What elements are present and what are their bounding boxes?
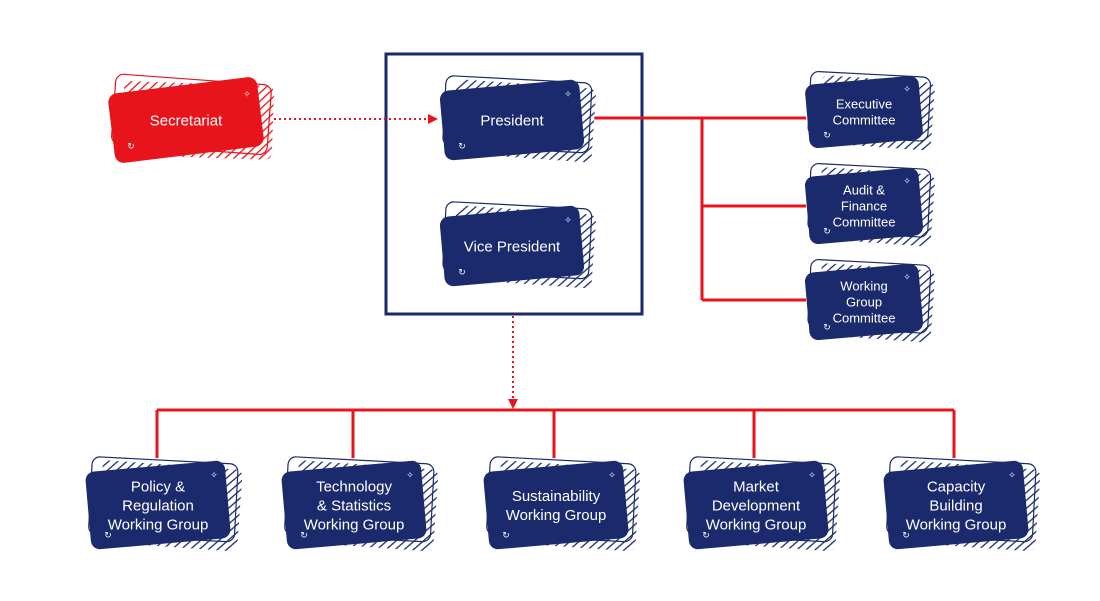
node-card <box>805 75 923 149</box>
node-label-line: President <box>480 112 544 129</box>
node-label-line: Secretariat <box>150 112 223 129</box>
refresh-icon: ↻ <box>104 531 112 541</box>
refresh-icon: ↻ <box>823 131 831 141</box>
node-card <box>281 460 427 550</box>
node-label-line: Audit & <box>843 183 885 198</box>
node-card <box>439 205 585 287</box>
node-card <box>883 460 1029 550</box>
node-label-line: Market <box>733 478 780 495</box>
refresh-icon: ↻ <box>823 323 831 333</box>
node-label-line: Working Group <box>304 516 405 533</box>
sparkle-icon: ✧ <box>406 471 414 481</box>
node-label-line: Working Group <box>108 516 209 533</box>
refresh-icon: ↻ <box>902 531 910 541</box>
node-label-line: Development <box>712 497 801 514</box>
node-secretariat: ✧ ↻ Secretariat <box>108 73 274 163</box>
node-label-line: Executive <box>836 97 892 112</box>
sparkle-icon: ✧ <box>808 471 816 481</box>
node-label-line: Policy & <box>131 478 185 495</box>
arrowhead-president <box>428 114 438 124</box>
node-label-line: Capacity <box>927 478 986 495</box>
node-card <box>439 79 585 161</box>
node-president: ✧ ↻ President <box>439 75 596 163</box>
node-label-line: Group <box>846 295 882 310</box>
node-label-line: Committee <box>833 311 896 326</box>
node-card <box>805 167 923 245</box>
refresh-icon: ↻ <box>502 531 510 541</box>
sparkle-icon: ✧ <box>1008 471 1016 481</box>
node-card <box>683 460 829 550</box>
node-card <box>483 460 629 550</box>
refresh-icon: ↻ <box>823 227 831 237</box>
refresh-icon: ↻ <box>127 142 135 152</box>
node-label-line: & Statistics <box>317 497 391 514</box>
node-label-line: Vice President <box>464 238 561 255</box>
sparkle-icon: ✧ <box>903 85 911 95</box>
node-label-line: Working Group <box>906 516 1007 533</box>
node-label-line: Working <box>840 279 887 294</box>
node-vice-president: ✧ ↻ Vice President <box>439 201 596 289</box>
sparkle-icon: ✧ <box>608 471 616 481</box>
sparkle-icon: ✧ <box>903 273 911 283</box>
node-label-line: Working Group <box>506 507 607 524</box>
sparkle-icon: ✧ <box>564 90 572 100</box>
refresh-icon: ↻ <box>300 531 308 541</box>
sparkle-icon: ✧ <box>210 471 218 481</box>
node-card <box>85 460 231 550</box>
connectors <box>155 114 956 458</box>
sparkle-icon: ✧ <box>564 216 572 226</box>
node-label-line: Working Group <box>706 516 807 533</box>
refresh-icon: ↻ <box>458 268 466 278</box>
sparkle-icon: ✧ <box>243 90 251 100</box>
arrowhead-working-groups <box>508 399 518 409</box>
leadership-frame <box>384 52 644 316</box>
node-label-line: Regulation <box>122 497 194 514</box>
refresh-icon: ↻ <box>458 142 466 152</box>
node-label-line: Technology <box>316 478 392 495</box>
node-label-line: Building <box>929 497 982 514</box>
sparkle-icon: ✧ <box>903 177 911 187</box>
node-label-line: Committee <box>833 113 896 128</box>
nodes-layer: ✧ ↻ Secretariat ✧ ↻ President ✧ ↻ Vice President… <box>85 70 1041 552</box>
refresh-icon: ↻ <box>702 531 710 541</box>
node-label-line: Finance <box>841 199 887 214</box>
node-label-line: Committee <box>833 215 896 230</box>
node-label-line: Sustainability <box>512 488 601 505</box>
node-card <box>108 77 264 163</box>
node-card <box>805 263 923 341</box>
